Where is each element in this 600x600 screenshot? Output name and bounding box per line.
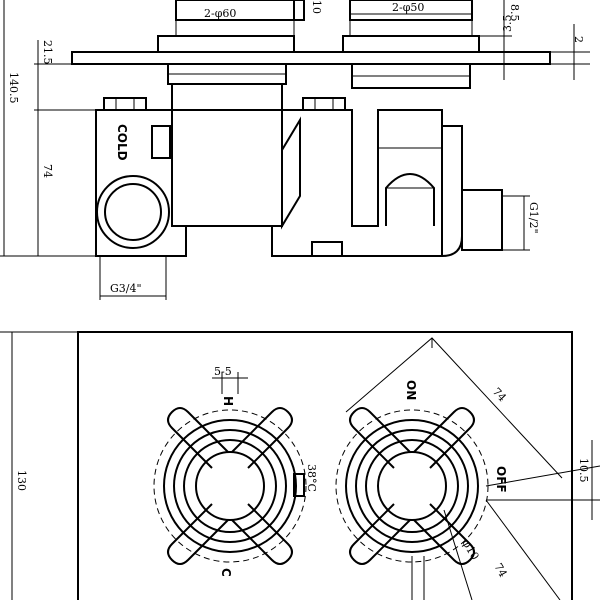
- dim-left-74: 74: [41, 164, 54, 178]
- side-view: COLD 2-φ60 2-φ50 10 8.5 3.5: [0, 0, 590, 300]
- thermo-element: [385, 173, 435, 226]
- temperature-handle-hub: [195, 451, 265, 521]
- cold-inlet-nut: [103, 97, 147, 111]
- safety-button[interactable]: [293, 473, 305, 497]
- face-plate: [77, 331, 573, 600]
- cold-symbol-label: C: [219, 568, 233, 577]
- hot-label: H: [221, 396, 235, 406]
- outlet-port: [461, 189, 503, 251]
- check-valve: [151, 125, 171, 159]
- right-cartridge-top: [349, 0, 473, 21]
- dim-inlet-thread: G3/4": [110, 282, 142, 295]
- inlet-port-inner: [104, 183, 162, 241]
- front-view: 130 5-5 H C 38°C: [0, 331, 600, 600]
- diagonal-frame: [345, 337, 563, 479]
- outlet-elbow: [441, 125, 463, 257]
- dim-hole-dia: φ10: [459, 537, 481, 562]
- mounting-plate: [71, 51, 551, 65]
- dim-top-left-dia: 2-φ60: [204, 7, 236, 20]
- flow-handle-hub: [377, 451, 447, 521]
- diagonal-strut: [281, 116, 301, 230]
- dim-diag-74-top: 74: [490, 385, 509, 404]
- temp-38-label: 38°C: [305, 464, 318, 492]
- left-stem-tab: [293, 0, 305, 21]
- dim-height-130: 130: [15, 470, 28, 491]
- on-label: ON: [404, 380, 418, 400]
- temperature-handle[interactable]: [153, 407, 307, 565]
- dim-gap-5-5: 5-5: [214, 365, 232, 378]
- cold-label: COLD: [115, 124, 129, 161]
- center-nut: [302, 97, 346, 111]
- outlet-bracket: [311, 241, 343, 257]
- dim-top-right-dia: 2-φ50: [392, 1, 424, 14]
- dim-right-2: 2: [572, 36, 585, 43]
- dim-outlet-thread: G1/2": [527, 202, 540, 234]
- right-cartridge-collar: [342, 35, 480, 53]
- off-label: OFF: [494, 466, 508, 493]
- dim-right-8-5: 8.5: [508, 4, 521, 22]
- dim-diag-74-bottom: 74: [491, 561, 509, 580]
- left-cartridge-collar: [157, 35, 295, 53]
- dim-left-21-5: 21.5: [41, 40, 54, 65]
- left-cartridge-nut: [171, 83, 283, 111]
- inlet-port-outer: [96, 175, 170, 249]
- dim-right-3-5: 3.5: [501, 15, 514, 33]
- dim-left-140-5: 140.5: [7, 72, 20, 104]
- dim-top-10: 10: [310, 0, 323, 14]
- dim-offset-10-5: 10.5: [577, 458, 590, 483]
- flow-handle[interactable]: [335, 407, 489, 565]
